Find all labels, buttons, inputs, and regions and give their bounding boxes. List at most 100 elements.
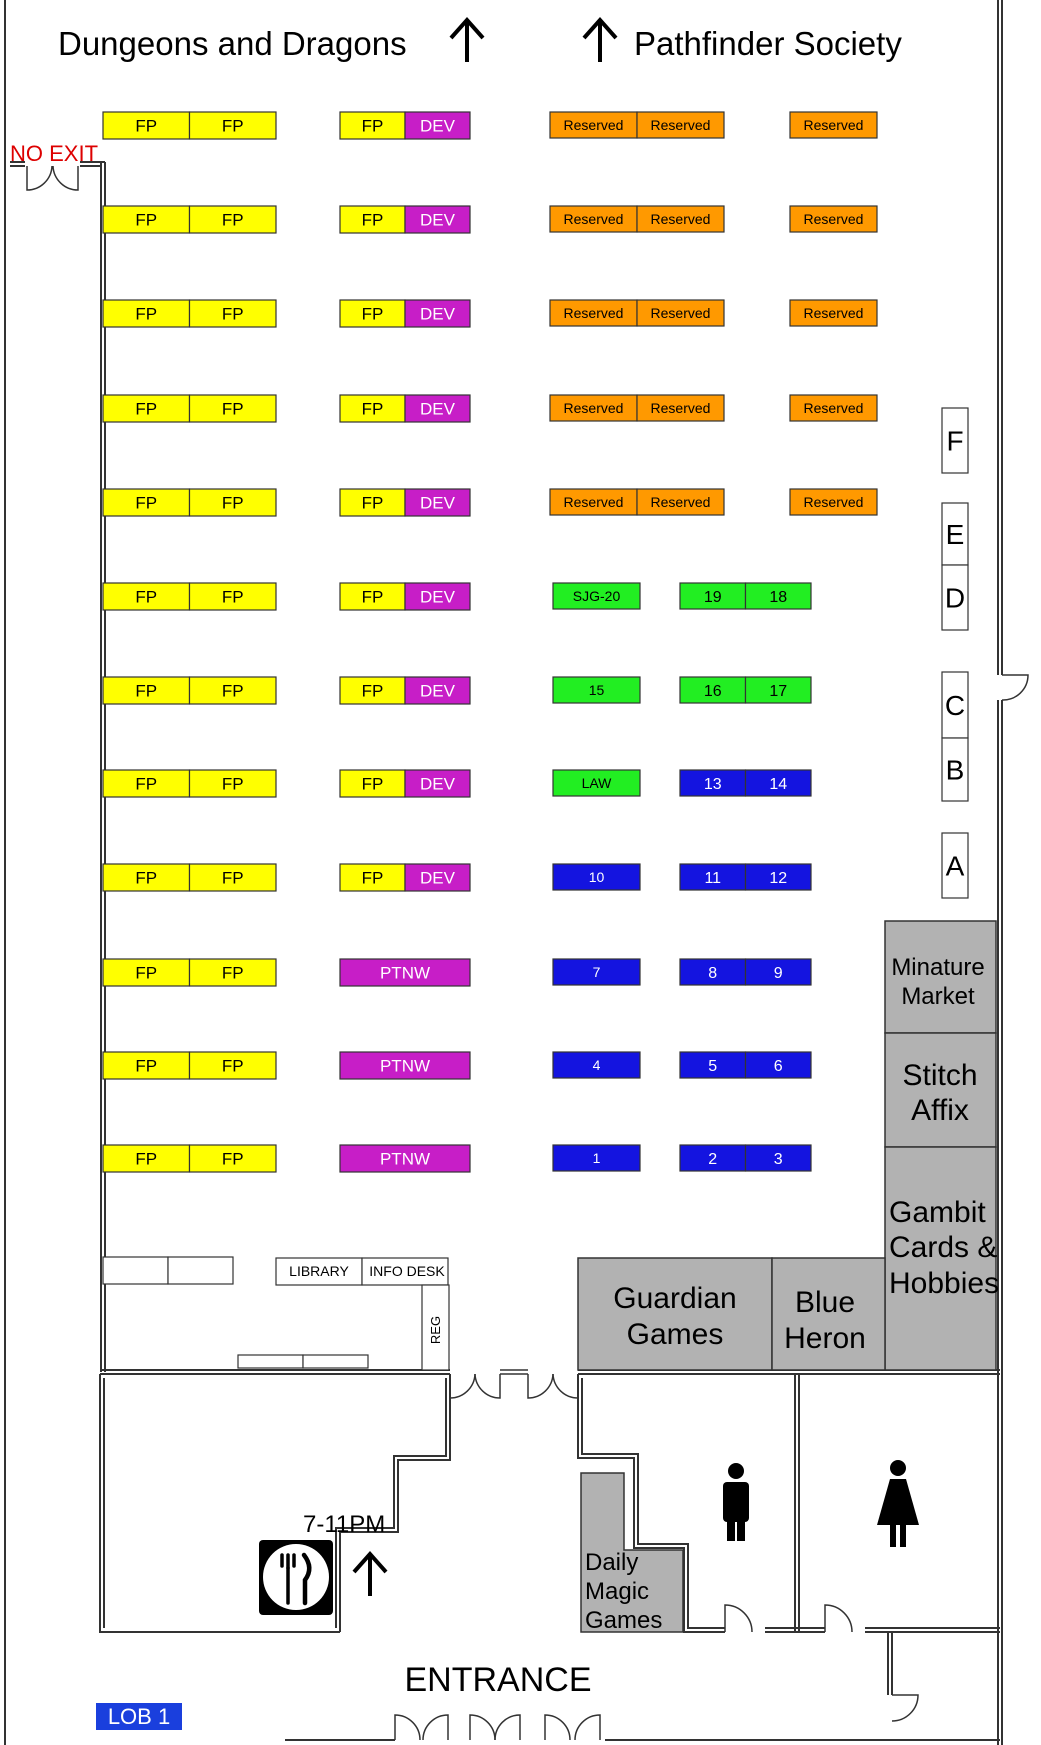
table-fp[interactable]: FP bbox=[188, 488, 277, 517]
table-fp[interactable]: FP bbox=[339, 676, 406, 705]
table-1[interactable]: 1 bbox=[552, 1144, 641, 1172]
table-4[interactable]: 4 bbox=[552, 1051, 641, 1079]
table-reserved[interactable]: Reserved bbox=[789, 488, 878, 516]
table-10[interactable]: 10 bbox=[552, 863, 641, 891]
table-8[interactable]: 8 bbox=[679, 958, 747, 986]
table-18[interactable]: 18 bbox=[744, 582, 812, 610]
table-dev[interactable]: DEV bbox=[404, 676, 471, 705]
table-fp[interactable]: FP bbox=[102, 958, 191, 987]
table-reserved[interactable]: Reserved bbox=[789, 394, 878, 422]
table-fp[interactable]: FP bbox=[188, 769, 277, 798]
table-reserved[interactable]: Reserved bbox=[636, 394, 725, 422]
table-fp[interactable]: FP bbox=[188, 582, 277, 611]
table-reserved[interactable]: Reserved bbox=[549, 299, 638, 327]
table-fp[interactable]: FP bbox=[188, 111, 277, 140]
table-ptnw[interactable]: PTNW bbox=[339, 958, 471, 987]
side-booth-b[interactable]: B bbox=[941, 737, 969, 802]
table-7[interactable]: 7 bbox=[552, 958, 641, 986]
table-reserved[interactable]: Reserved bbox=[549, 205, 638, 233]
table-label: FP bbox=[222, 305, 244, 324]
table-fp[interactable]: FP bbox=[339, 111, 406, 140]
table-14[interactable]: 14 bbox=[744, 769, 812, 797]
table-law[interactable]: LAW bbox=[552, 769, 641, 797]
table-ptnw[interactable]: PTNW bbox=[339, 1144, 471, 1173]
table-dev[interactable]: DEV bbox=[404, 205, 471, 234]
vendor-gambit-cards-hobbies[interactable]: Gambit Cards & Hobbies bbox=[884, 1146, 999, 1371]
table-reserved[interactable]: Reserved bbox=[636, 488, 725, 516]
side-booth-f[interactable]: F bbox=[941, 407, 969, 474]
table-fp[interactable]: FP bbox=[102, 488, 191, 517]
table-label: FP bbox=[135, 682, 157, 701]
vendor-stitch-affix[interactable]: Stitch Affix bbox=[884, 1032, 997, 1148]
table-dev[interactable]: DEV bbox=[404, 863, 471, 892]
table-fp[interactable]: FP bbox=[188, 1051, 277, 1080]
table-label: 19 bbox=[704, 589, 722, 606]
table-dev[interactable]: DEV bbox=[404, 299, 471, 328]
side-booth-d[interactable]: D bbox=[941, 564, 969, 631]
table-ptnw[interactable]: PTNW bbox=[339, 1051, 471, 1080]
table-reserved[interactable]: Reserved bbox=[789, 299, 878, 327]
table-sjg-20[interactable]: SJG-20 bbox=[552, 582, 641, 610]
table-fp[interactable]: FP bbox=[102, 769, 191, 798]
table-fp[interactable]: FP bbox=[339, 488, 406, 517]
table-fp[interactable]: FP bbox=[339, 205, 406, 234]
table-fp[interactable]: FP bbox=[102, 676, 191, 705]
table-17[interactable]: 17 bbox=[744, 676, 812, 704]
table-15[interactable]: 15 bbox=[552, 676, 641, 704]
vendor-daily-magic-games[interactable]: Daily Magic Games bbox=[580, 1472, 684, 1634]
table-reserved[interactable]: Reserved bbox=[636, 299, 725, 327]
table-dev[interactable]: DEV bbox=[404, 769, 471, 798]
table-reserved[interactable]: Reserved bbox=[789, 111, 878, 139]
table-reserved[interactable]: Reserved bbox=[789, 205, 878, 233]
table-fp[interactable]: FP bbox=[339, 769, 406, 798]
table-2[interactable]: 2 bbox=[679, 1144, 747, 1172]
table-fp[interactable]: FP bbox=[102, 394, 191, 423]
table-fp[interactable]: FP bbox=[102, 863, 191, 892]
table-fp[interactable]: FP bbox=[188, 958, 277, 987]
table-dev[interactable]: DEV bbox=[404, 488, 471, 517]
table-fp[interactable]: FP bbox=[188, 394, 277, 423]
table-reserved[interactable]: Reserved bbox=[549, 394, 638, 422]
table-5[interactable]: 5 bbox=[679, 1051, 747, 1079]
table-fp[interactable]: FP bbox=[102, 582, 191, 611]
table-reserved[interactable]: Reserved bbox=[636, 205, 725, 233]
table-fp[interactable]: FP bbox=[102, 205, 191, 234]
table-reserved[interactable]: Reserved bbox=[636, 111, 725, 139]
table-3[interactable]: 3 bbox=[744, 1144, 812, 1172]
table-fp[interactable]: FP bbox=[102, 111, 191, 140]
vendor-minature-market[interactable]: Minature Market bbox=[884, 920, 997, 1034]
vendor-guardian-games[interactable]: Guardian Games bbox=[577, 1257, 773, 1371]
table-13[interactable]: 13 bbox=[679, 769, 747, 797]
table-label: 12 bbox=[769, 870, 787, 887]
table-fp[interactable]: FP bbox=[188, 205, 277, 234]
table-fp[interactable]: FP bbox=[188, 863, 277, 892]
table-reserved[interactable]: Reserved bbox=[549, 111, 638, 139]
table-12[interactable]: 12 bbox=[744, 863, 812, 891]
table-fp[interactable]: FP bbox=[339, 582, 406, 611]
table-dev[interactable]: DEV bbox=[404, 111, 471, 140]
table-fp[interactable]: FP bbox=[339, 299, 406, 328]
vendor-name-line: Hobbies bbox=[889, 1267, 999, 1300]
side-booth-a[interactable]: A bbox=[941, 832, 969, 899]
side-booth-e[interactable]: E bbox=[941, 502, 969, 566]
vendor-blue-heron[interactable]: Blue Heron bbox=[771, 1257, 886, 1371]
table-fp[interactable]: FP bbox=[188, 1144, 277, 1173]
table-fp[interactable]: FP bbox=[339, 394, 406, 423]
table-fp[interactable]: FP bbox=[339, 863, 406, 892]
table-6[interactable]: 6 bbox=[744, 1051, 812, 1079]
table-19[interactable]: 19 bbox=[679, 582, 747, 610]
table-fp[interactable]: FP bbox=[102, 299, 191, 328]
table-fp[interactable]: FP bbox=[102, 1051, 191, 1080]
table-9[interactable]: 9 bbox=[744, 958, 812, 986]
table-16[interactable]: 16 bbox=[679, 676, 747, 704]
table-fp[interactable]: FP bbox=[188, 299, 277, 328]
table-fp[interactable]: FP bbox=[102, 1144, 191, 1173]
table-dev[interactable]: DEV bbox=[404, 394, 471, 423]
table-dev[interactable]: DEV bbox=[404, 582, 471, 611]
side-booth-c[interactable]: C bbox=[941, 671, 969, 739]
lobby-label[interactable]: LOB 1 bbox=[96, 1703, 182, 1730]
table-fp[interactable]: FP bbox=[188, 676, 277, 705]
table-11[interactable]: 11 bbox=[679, 863, 747, 891]
table-reserved[interactable]: Reserved bbox=[549, 488, 638, 516]
table-label: FP bbox=[222, 869, 244, 888]
